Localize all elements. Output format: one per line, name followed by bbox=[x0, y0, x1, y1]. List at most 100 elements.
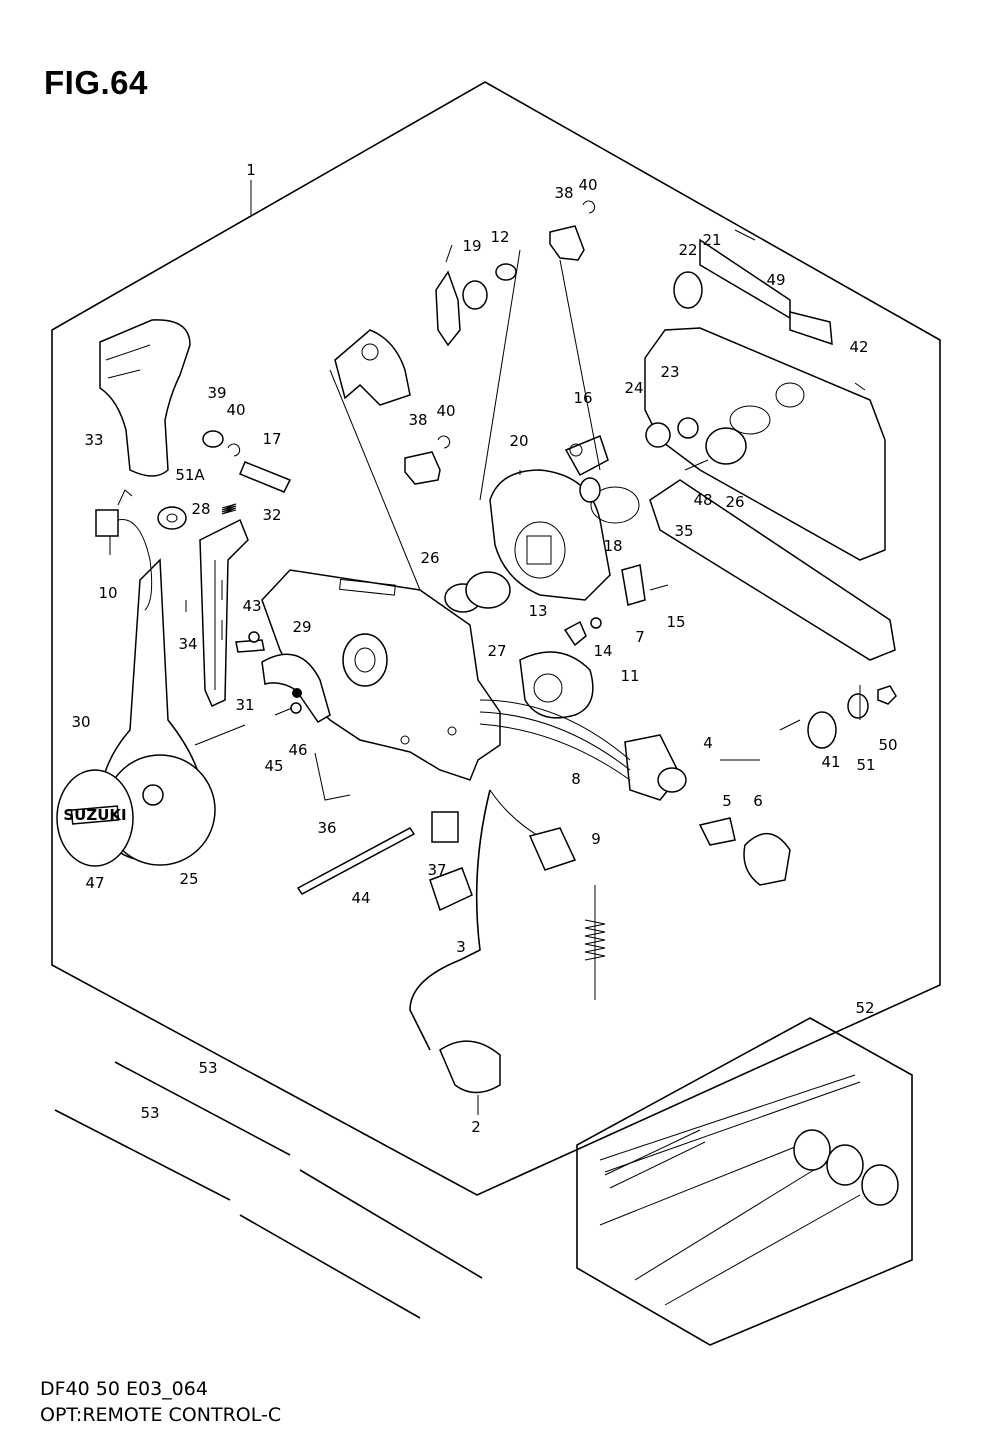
clip-40-left bbox=[227, 443, 241, 457]
washer-51a bbox=[157, 506, 187, 530]
guide-plate-28 bbox=[199, 518, 249, 708]
callout-48: 48 bbox=[693, 491, 712, 509]
callout-36: 36 bbox=[317, 819, 336, 837]
switch-7 bbox=[621, 564, 646, 606]
bracket-36 bbox=[314, 752, 351, 801]
callout-51: 51 bbox=[856, 756, 875, 774]
handle-grip-33 bbox=[99, 319, 191, 477]
callout-5: 5 bbox=[722, 792, 732, 810]
callout-15: 15 bbox=[666, 613, 685, 631]
ring-18 bbox=[590, 486, 640, 524]
callout-19: 19 bbox=[462, 237, 481, 255]
callout-22: 22 bbox=[678, 241, 697, 259]
clip-37 bbox=[431, 811, 459, 843]
callout-25: 25 bbox=[179, 870, 198, 888]
bracket-13 bbox=[563, 620, 587, 647]
callout-51a: 51A bbox=[175, 466, 205, 484]
callout-41: 41 bbox=[821, 753, 840, 771]
callout-38-lower: 38 bbox=[408, 411, 427, 429]
washer-39 bbox=[202, 430, 224, 448]
callout-16: 16 bbox=[573, 389, 592, 407]
callout-9: 9 bbox=[591, 830, 601, 848]
callout-40-left: 40 bbox=[226, 401, 245, 419]
assembly-outline bbox=[51, 81, 941, 1196]
spring-32 bbox=[221, 503, 237, 515]
washer-22 bbox=[673, 271, 703, 309]
screw-43 bbox=[248, 631, 260, 643]
callout-50: 50 bbox=[878, 736, 897, 754]
callout-3: 3 bbox=[456, 938, 466, 956]
pin-17 bbox=[239, 461, 292, 493]
callout-11: 11 bbox=[620, 667, 639, 685]
kit-contents-52 bbox=[599, 1074, 899, 1306]
callout-29: 29 bbox=[292, 618, 311, 636]
callout-28: 28 bbox=[191, 500, 210, 518]
plate-3 bbox=[429, 867, 473, 912]
callout-8: 8 bbox=[571, 770, 581, 788]
callout-27: 27 bbox=[487, 642, 506, 660]
callout-14: 14 bbox=[593, 642, 612, 660]
connector-2 bbox=[439, 1040, 501, 1094]
gear-24 bbox=[645, 422, 671, 448]
kit-outline bbox=[576, 1017, 913, 1346]
callout-34: 34 bbox=[178, 635, 197, 653]
callout-49: 49 bbox=[766, 271, 785, 289]
link-arm bbox=[435, 244, 461, 347]
callout-46: 46 bbox=[288, 741, 307, 759]
nut-50 bbox=[877, 685, 897, 705]
callout-53-lower: 53 bbox=[140, 1104, 159, 1122]
figure-name: OPT:REMOTE CONTROL-C bbox=[40, 1404, 282, 1426]
callout-4: 4 bbox=[703, 734, 713, 752]
callout-44: 44 bbox=[351, 889, 370, 907]
callout-21: 21 bbox=[702, 231, 721, 249]
bracket-plate bbox=[334, 329, 411, 406]
screw-45 bbox=[274, 707, 293, 716]
end-cap bbox=[789, 311, 833, 346]
neutral-switch-10 bbox=[95, 489, 153, 611]
callout-38-upper: 38 bbox=[554, 184, 573, 202]
callout-33: 33 bbox=[84, 431, 103, 449]
callout-12: 12 bbox=[490, 228, 509, 246]
harness-wires bbox=[479, 699, 631, 761]
plate-31 bbox=[235, 639, 265, 653]
callout-30: 30 bbox=[71, 713, 90, 731]
callout-39: 39 bbox=[207, 384, 226, 402]
clip-40-mid bbox=[437, 435, 451, 449]
callout-18: 18 bbox=[603, 537, 622, 555]
shaft-16 bbox=[564, 435, 609, 477]
callout-23: 23 bbox=[660, 363, 679, 381]
washer-26-right bbox=[705, 427, 747, 465]
callout-31: 31 bbox=[235, 696, 254, 714]
plug-8 bbox=[528, 827, 577, 871]
bolt-44 bbox=[296, 827, 416, 895]
callout-1: 1 bbox=[246, 161, 256, 179]
callout-24: 24 bbox=[624, 379, 643, 397]
clip-40-upper bbox=[582, 200, 596, 214]
ring-23 bbox=[677, 417, 699, 439]
bolt-48 bbox=[684, 459, 709, 471]
callout-17: 17 bbox=[262, 430, 281, 448]
key-5 bbox=[698, 817, 736, 846]
callout-10: 10 bbox=[98, 584, 117, 602]
figure-code: DF40 50 E03_064 bbox=[40, 1378, 208, 1400]
washer-27 bbox=[465, 571, 511, 609]
screw-15 bbox=[649, 584, 669, 591]
washer-51 bbox=[847, 693, 869, 719]
callout-6: 6 bbox=[753, 792, 763, 810]
callout-20: 20 bbox=[509, 432, 528, 450]
control-cable-53-b bbox=[54, 1109, 421, 1319]
screw-42 bbox=[854, 382, 866, 391]
cam-29 bbox=[261, 653, 331, 723]
control-cable-53-a bbox=[114, 1061, 483, 1279]
callout-26-left: 26 bbox=[420, 549, 439, 567]
callout-40-upper: 40 bbox=[578, 176, 597, 194]
suzuki-logo: SUZUKI bbox=[63, 806, 126, 824]
callout-7: 7 bbox=[635, 628, 645, 646]
callout-37: 37 bbox=[427, 861, 446, 879]
main-cable bbox=[409, 789, 491, 1051]
callout-13: 13 bbox=[528, 602, 547, 620]
callout-26-right: 26 bbox=[725, 493, 744, 511]
callout-53-upper: 53 bbox=[198, 1059, 217, 1077]
callout-2: 2 bbox=[471, 1118, 481, 1136]
